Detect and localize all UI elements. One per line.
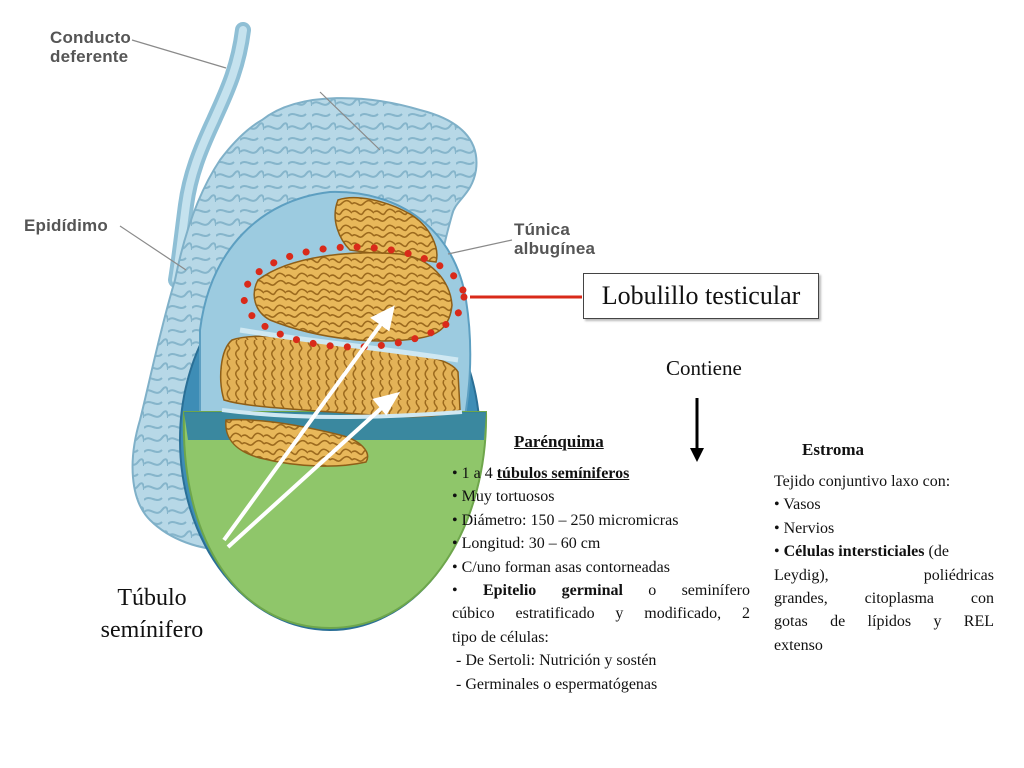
label-epididimo: Epidídimo xyxy=(24,216,108,235)
parenquima-item: • Diámetro: 150 – 250 micromicras xyxy=(452,509,750,532)
tunica-vaginalis xyxy=(182,411,488,630)
estroma-list: Tejido conjuntivo laxo con: • Vasos • Ne… xyxy=(774,470,994,657)
estroma-item: • Vasos xyxy=(774,496,821,514)
parenquima-list: • 1 a 4 túbulos semíniferos • Muy tortuo… xyxy=(452,462,750,696)
parenquima-epitelio-line2: cúbico estratificado y modificado, 2 xyxy=(452,605,750,623)
label-conducto-deferente: Conducto deferente xyxy=(50,28,131,66)
lobulillo-box: Lobulillo testicular xyxy=(583,273,819,319)
bullet: • xyxy=(452,465,458,482)
label-tunica-albuginea: Túnica albugínea xyxy=(514,220,595,258)
parenquima-item: • C/uno forman asas contorneadas xyxy=(452,556,750,579)
tubulo-line1: Túbulo xyxy=(117,585,187,611)
epitelio-text: o seminífero xyxy=(648,582,750,600)
parenquima-subitem: - De Sertoli: Nutrición y sostén xyxy=(456,652,657,670)
celulas-text: (de xyxy=(928,543,949,561)
epitelio-emph: Epitelio germinal xyxy=(482,582,623,600)
parenquima-epitelio-line1: • Epitelio germinal o seminífero xyxy=(452,579,750,602)
label-conducto-line1: Conducto xyxy=(50,28,131,47)
parenquima-item: • Longitud: 30 – 60 cm xyxy=(452,532,750,555)
leader-lines xyxy=(119,39,513,271)
estroma-intro: Tejido conjuntivo laxo con: xyxy=(774,473,951,490)
bullet: • xyxy=(452,535,458,553)
label-tunica-line1: Túnica xyxy=(514,220,570,239)
label-contiene: Contiene xyxy=(666,356,742,380)
label-conducto-line2: deferente xyxy=(50,47,129,66)
item-text: Diámetro: 150 – 250 micromicras xyxy=(461,511,679,529)
label-tunica-line2: albugínea xyxy=(514,239,596,258)
bullet: • xyxy=(452,488,458,506)
bullet: • xyxy=(452,558,458,576)
parenquima-item: • 1 a 4 túbulos semíniferos xyxy=(452,462,750,485)
tubulo-line2: semínifero xyxy=(100,617,204,643)
item-text: Muy tortuosos xyxy=(461,488,555,506)
item-text: C/uno forman asas contorneadas xyxy=(461,558,670,576)
estroma-title: Estroma xyxy=(802,440,865,459)
item-emph: túbulos semíniferos xyxy=(496,465,630,482)
bullet: • xyxy=(452,511,458,529)
estroma-celulas-line3: grandes, citoplasma con xyxy=(774,590,994,608)
lobule-highlight xyxy=(240,243,468,351)
estroma-celulas-line4: gotas de lípidos y REL xyxy=(774,613,994,631)
contiene-arrow xyxy=(690,398,704,462)
item-text: Nervios xyxy=(783,519,835,537)
parenquima-epitelio-line3: tipo de células: xyxy=(452,628,549,646)
estroma-celulas-line2: Leydig), poliédricas xyxy=(774,566,994,584)
bullet: • xyxy=(452,582,458,600)
parenquima-item: • Muy tortuosos xyxy=(452,485,750,508)
estroma-item: • Nervios xyxy=(774,519,835,537)
celulas-emph: Células intersticiales xyxy=(783,543,925,561)
item-text: 1 a 4 xyxy=(461,465,497,482)
label-tubulo-seminifero: Túbulo semínifero xyxy=(72,582,232,646)
estroma-celulas-line1: • Células intersticiales (de xyxy=(774,543,949,561)
parenquima-subitem: - Germinales o espermatógenas xyxy=(456,675,658,693)
item-text: Vasos xyxy=(783,496,821,514)
parenquima-title: Parénquima xyxy=(514,432,604,451)
item-text: Longitud: 30 – 60 cm xyxy=(461,535,601,553)
estroma-celulas-line5: extenso xyxy=(774,636,823,654)
arrows-tubulo xyxy=(222,305,401,549)
